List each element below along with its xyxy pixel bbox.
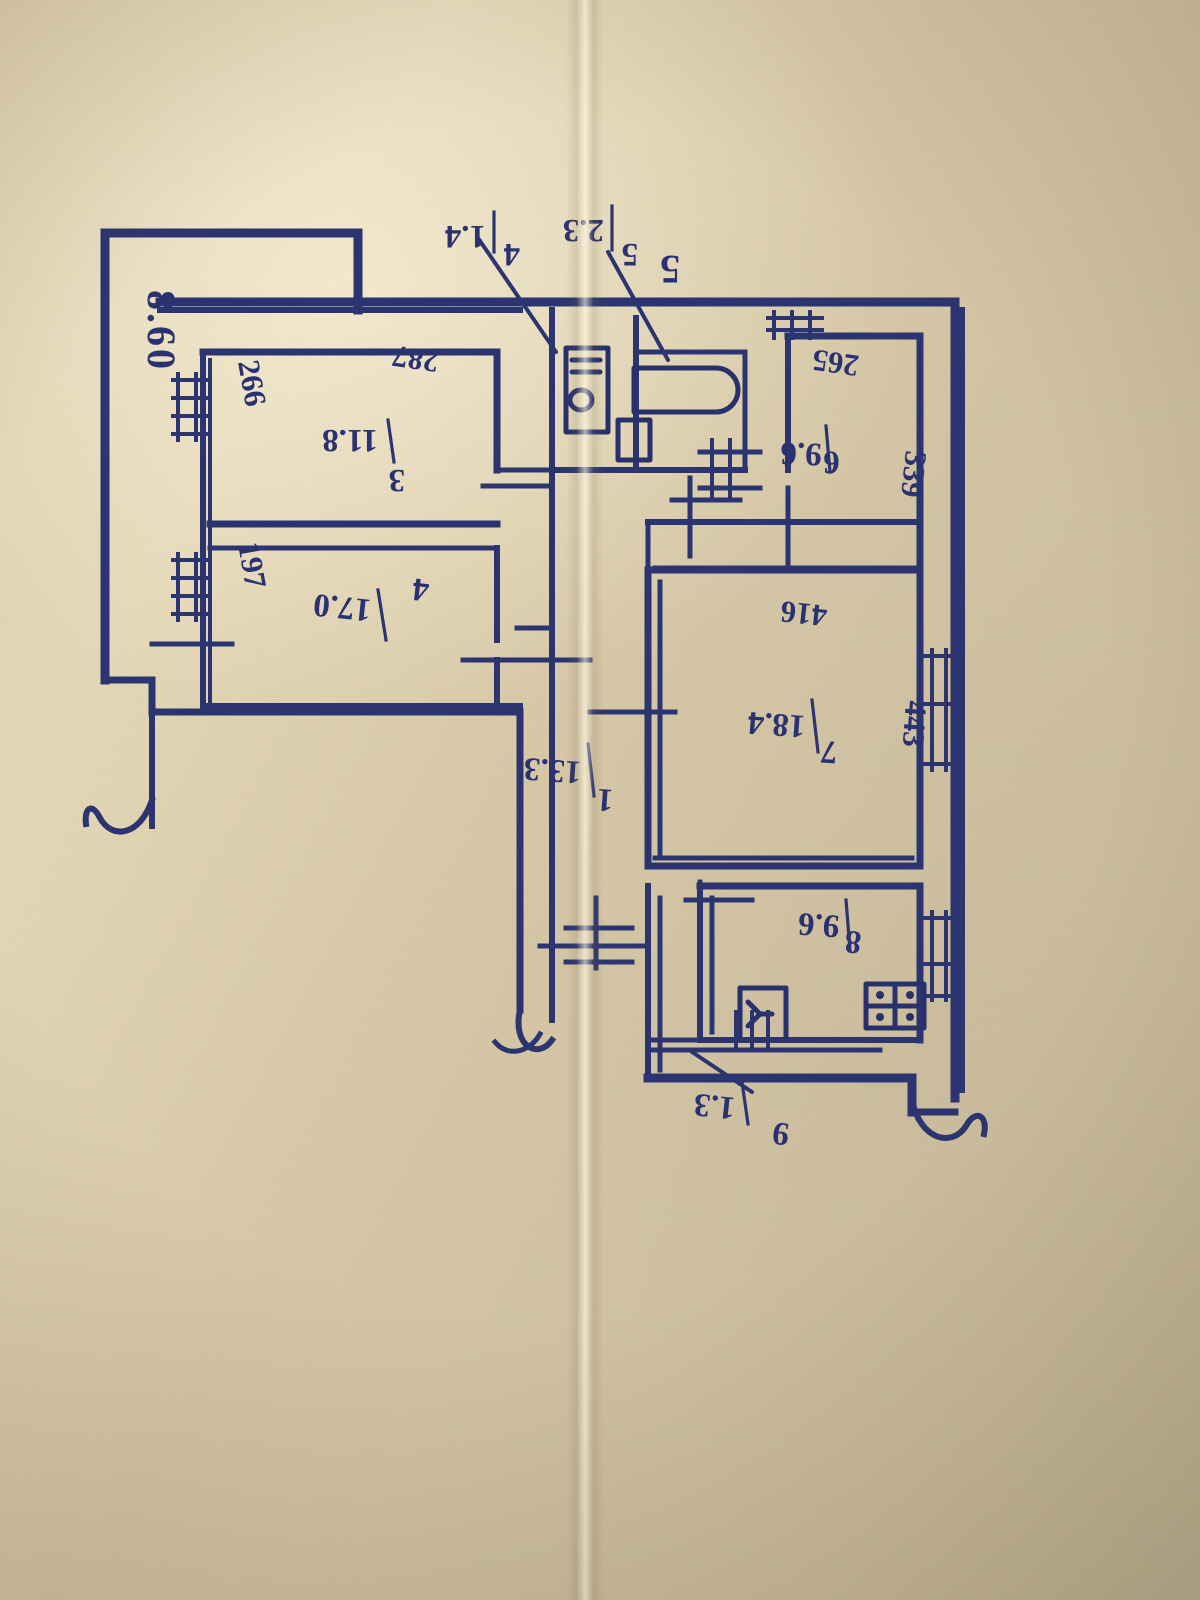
room-4-label: 4 17.0 [312, 570, 431, 642]
svg-text:1.3: 1.3 [692, 1086, 737, 1126]
svg-text:5: 5 [657, 247, 680, 292]
window-room-3 [171, 372, 209, 442]
room-6-label: 6 9.6 [780, 424, 841, 480]
room-5-label: 5 2.3 [563, 204, 639, 272]
dim-197: 197 [231, 539, 274, 591]
dim-339: 339 [894, 449, 934, 499]
dim-443: 443 [896, 700, 934, 749]
svg-text:265: 265 [810, 343, 861, 384]
window-room-7 [922, 648, 957, 772]
svg-text:13.3: 13.3 [522, 750, 582, 790]
dim-416: 416 [779, 594, 829, 634]
svg-text:1: 1 [596, 781, 615, 818]
room-7-walls [587, 566, 924, 870]
room-9-walls [645, 1010, 883, 1053]
svg-text:2.3: 2.3 [563, 212, 604, 248]
svg-text:339: 339 [894, 449, 934, 499]
kitchen-sink-fixture [737, 985, 789, 1039]
window-room-8 [922, 910, 957, 1002]
svg-text:18.4: 18.4 [746, 704, 806, 744]
room-4-small-label: 4 1.4 [445, 210, 521, 272]
svg-text:197: 197 [231, 539, 274, 591]
svg-text:266: 266 [231, 357, 274, 409]
room-9-label: 9 1.3 [692, 1080, 791, 1152]
svg-text:3: 3 [389, 462, 406, 498]
dim-overall-left: 8.60 [139, 290, 184, 372]
svg-text:7: 7 [820, 733, 839, 770]
room-1-label: 1 13.3 [522, 742, 615, 818]
room-7-label: 7 18.4 [746, 698, 839, 770]
svg-text:1.4: 1.4 [445, 218, 486, 254]
room-3-label: 3 11.8 [322, 418, 406, 498]
toilet-fixture [563, 345, 611, 435]
svg-text:287: 287 [390, 339, 441, 380]
callout-five: 5 [657, 247, 680, 292]
window-room-4 [171, 552, 209, 622]
svg-text:9.6: 9.6 [797, 905, 841, 944]
dim-266: 266 [231, 357, 274, 409]
svg-text:5: 5 [622, 236, 639, 272]
svg-text:9.6: 9.6 [780, 435, 822, 472]
svg-text:4: 4 [411, 570, 431, 608]
window-room-6 [766, 310, 824, 340]
kitchen-stove-fixture [863, 981, 927, 1031]
svg-text:4: 4 [504, 236, 521, 272]
svg-text:6: 6 [823, 443, 841, 480]
svg-text:9: 9 [771, 1114, 791, 1152]
svg-text:416: 416 [779, 594, 829, 634]
outer-walls [82, 228, 988, 1141]
svg-text:11.8: 11.8 [322, 422, 378, 458]
svg-text:8: 8 [844, 923, 863, 960]
bathtub-fixture [615, 365, 741, 463]
svg-text:8.60: 8.60 [139, 290, 184, 372]
svg-text:443: 443 [896, 700, 934, 749]
left-rooms-walls [149, 348, 593, 715]
svg-text:17.0: 17.0 [312, 586, 373, 628]
dim-265: 265 [810, 343, 861, 384]
dim-287: 287 [390, 339, 441, 380]
room-8-label: 8 9.6 [797, 898, 863, 960]
